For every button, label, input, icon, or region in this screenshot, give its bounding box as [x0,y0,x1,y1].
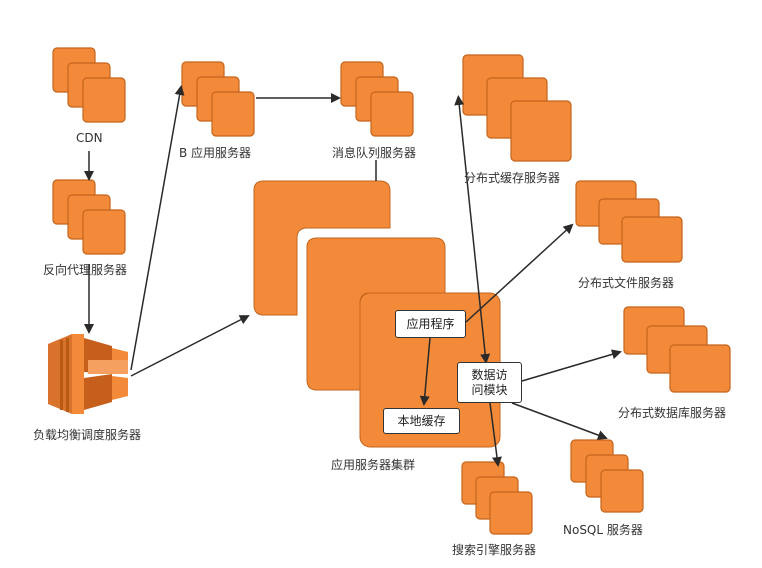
nosql-server-layer [600,469,644,513]
arrow-da-to-search [489,402,502,467]
app-program-box: 应用程序 [395,310,466,338]
dist-db-label: 分布式数据库服务器 [618,406,727,420]
arrow-cache-bidir [454,95,491,364]
cache-server-layer [510,100,572,162]
search-engine-label: 搜索引擎服务器 [452,543,537,557]
data-access-module-box: 数据访 问模块 [457,362,522,403]
mq-server-layer [370,91,414,137]
load-balancer-label: 负载均衡调度服务器 [33,428,142,442]
data-access-line1: 数据访 [471,367,508,382]
nosql-server-icon [570,439,644,513]
db-server-layer [669,344,731,393]
arrow-da-to-db [521,349,622,382]
search-server-icon [461,461,533,535]
dist-file-server-icon [575,180,683,263]
cdn-label: CDN [76,131,103,145]
arrow-app-to-file [465,223,574,323]
reverse-proxy-label: 反向代理服务器 [43,263,128,277]
search-server-layer [489,491,533,535]
dist-cache-label: 分布式缓存服务器 [464,171,561,185]
b-server-layer [211,91,255,137]
dist-cache-server-icon [462,54,572,162]
local-cache-box: 本地缓存 [383,408,460,434]
arrow-app-to-local-cache [419,337,431,406]
mq-server-label: 消息队列服务器 [332,146,417,160]
cdn-server-layer [82,77,126,123]
nosql-label: NoSQL 服务器 [563,523,643,537]
connections [84,85,622,467]
dist-db-server-icon [623,306,731,393]
data-access-line2: 问模块 [471,382,508,397]
b-app-server-label: B 应用服务器 [179,146,252,160]
mq-server-icon [340,61,414,137]
dist-file-label: 分布式文件服务器 [578,276,675,290]
load-balancer-icon [48,334,128,414]
arrow-lb-to-b [130,85,185,371]
app-cluster-label: 应用服务器集群 [331,458,416,472]
file-server-layer [621,216,683,263]
arrow-da-to-nosql [511,402,608,440]
reverse-proxy-server-icon [52,179,126,255]
arrow-lb-to-cluster [130,315,250,377]
cdn-server-icon [52,47,126,123]
b-app-server-icon [181,61,255,137]
proxy-server-layer [82,209,126,255]
